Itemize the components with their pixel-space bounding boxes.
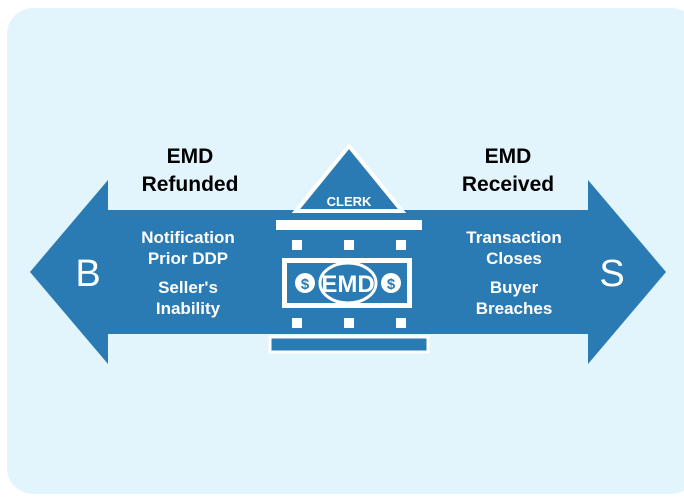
clerk-building-icon: CLERK $ EMD $ [268, 142, 430, 354]
column-top-right [396, 240, 406, 250]
buyer-label: B [75, 253, 100, 295]
dollar-symbol-right: $ [387, 276, 396, 293]
clerk-label: CLERK [327, 194, 372, 209]
seller-label: S [599, 253, 624, 295]
building-base [268, 335, 430, 354]
left-condition-1: Notification [141, 228, 235, 247]
left-condition-4: Inability [156, 299, 221, 318]
dollar-coin-right-icon [381, 273, 401, 293]
right-condition-3: Buyer [490, 278, 539, 297]
column-top-left [292, 240, 302, 250]
building-top-bar [276, 220, 422, 230]
column-bottom-center [344, 318, 354, 328]
left-condition-3: Seller's [158, 278, 218, 297]
right-condition-1: Transaction [466, 228, 561, 247]
left-heading-line1: EMD [167, 145, 214, 168]
building-roof [291, 142, 407, 213]
column-bottom-right [396, 318, 406, 328]
column-bottom-left [292, 318, 302, 328]
column-top-center [344, 240, 354, 250]
emd-money-label: EMD [321, 271, 374, 298]
dollar-coin-left-icon [295, 273, 315, 293]
dollar-symbol-left: $ [301, 276, 310, 293]
right-condition-2: Closes [486, 249, 542, 268]
right-condition-4: Breaches [476, 299, 553, 318]
left-heading-line2: Refunded [142, 173, 239, 196]
banknote-icon: $ EMD $ [282, 258, 412, 308]
right-heading-line1: EMD [485, 145, 532, 168]
emd-oval [318, 261, 378, 305]
left-condition-2: Prior DDP [148, 249, 228, 268]
right-heading-line2: Received [462, 173, 554, 196]
